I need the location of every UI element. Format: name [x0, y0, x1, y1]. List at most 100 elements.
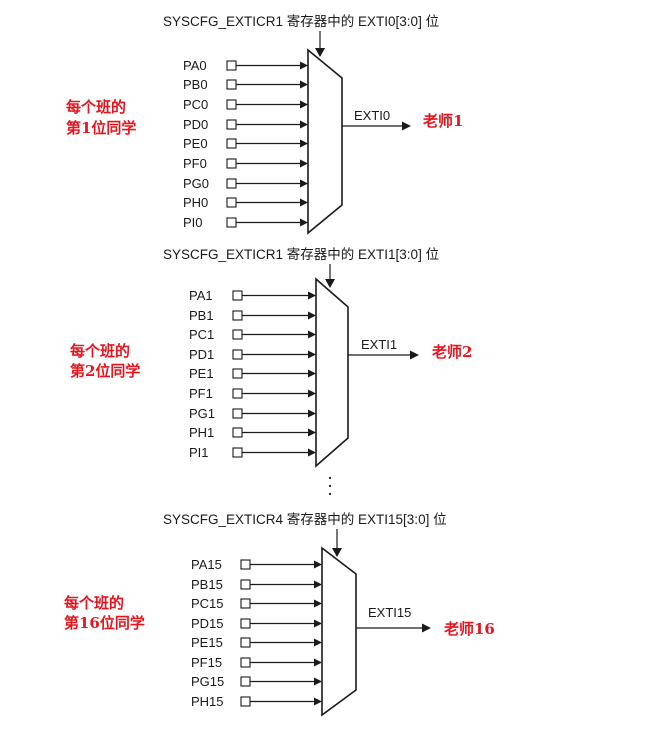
input-pin-row: PC1: [189, 327, 316, 342]
pin-label: PH1: [189, 425, 214, 440]
output-label: EXTI15: [368, 605, 411, 620]
arrow-right-icon: [300, 100, 308, 109]
pin-label: PD15: [191, 616, 224, 631]
pin-label: PB1: [189, 308, 214, 323]
pin-label: PE0: [183, 136, 208, 151]
student-note-line: 每个班的: [64, 594, 124, 612]
select-arrow: [332, 548, 342, 557]
pin-square-icon: [240, 598, 251, 609]
mux-block-exti15: SYSCFG_EXTICR4 寄存器中的 EXTI15[3:0] 位 PA15 …: [64, 511, 495, 717]
arrow-right-icon: [314, 677, 322, 686]
arrow-right-icon: [300, 198, 308, 207]
pin-square-icon: [226, 60, 237, 71]
input-pin-row: PE1: [189, 366, 316, 381]
input-pin-row: PA15: [191, 557, 322, 572]
input-pin-row: PF15: [191, 655, 322, 670]
pin-label: PC1: [189, 327, 214, 342]
pin-label: PB0: [183, 77, 208, 92]
input-pin-row: PG1: [189, 406, 316, 421]
pin-label: PC15: [191, 596, 224, 611]
input-pin-row: PE15: [191, 635, 322, 650]
arrow-right-icon: [300, 139, 308, 148]
arrow-right-icon: [308, 350, 316, 359]
pin-square-icon: [240, 696, 251, 707]
input-pin-row: PH15: [191, 694, 322, 709]
multiplexer: [321, 546, 357, 717]
input-pin-row: PD15: [191, 616, 322, 631]
arrow-right-icon: [314, 658, 322, 667]
student-note-line: 每个班的: [70, 342, 130, 360]
register-header: SYSCFG_EXTICR1 寄存器中的 EXTI1[3:0] 位: [163, 246, 439, 262]
pin-square-icon: [232, 408, 243, 419]
pin-square-icon: [240, 618, 251, 629]
ellipsis-vertical-icon: [328, 476, 332, 496]
pin-square-icon: [240, 579, 251, 590]
arrow-right-icon: [314, 619, 322, 628]
pin-label: PF1: [189, 386, 213, 401]
pin-label: PG15: [191, 674, 224, 689]
pin-square-icon: [226, 197, 237, 208]
pin-label: PA1: [189, 288, 213, 303]
input-pin-row: PF0: [183, 156, 308, 171]
input-pin-row: PI0: [183, 215, 308, 230]
pin-label: PB15: [191, 577, 223, 592]
student-note-line: 第2位同学: [70, 362, 140, 380]
pin-square-icon: [232, 427, 243, 438]
pin-square-icon: [232, 447, 243, 458]
input-pin-row: PG0: [183, 176, 308, 191]
pin-label: PH0: [183, 195, 208, 210]
arrow-right-icon: [308, 448, 316, 457]
pin-label: PA0: [183, 58, 207, 73]
arrow-right-icon: [314, 697, 322, 706]
pin-square-icon: [240, 637, 251, 648]
pin-label: PD1: [189, 347, 214, 362]
pin-square-icon: [226, 158, 237, 169]
input-pin-row: PE0: [183, 136, 308, 151]
register-header: SYSCFG_EXTICR4 寄存器中的 EXTI15[3:0] 位: [163, 511, 447, 527]
pin-label: PD0: [183, 117, 208, 132]
pin-square-icon: [226, 99, 237, 110]
pin-label: PF15: [191, 655, 222, 670]
pin-label: PH15: [191, 694, 224, 709]
pin-label: PE1: [189, 366, 214, 381]
input-pin-row: PC15: [191, 596, 322, 611]
arrow-right-icon: [300, 218, 308, 227]
pin-square-icon: [232, 290, 243, 301]
arrow-right-icon: [308, 311, 316, 320]
input-pin-row: PB1: [189, 308, 316, 323]
input-pin-row: PC0: [183, 97, 308, 112]
mux-block-exti0: SYSCFG_EXTICR1 寄存器中的 EXTI0[3:0] 位 PA0 PB…: [66, 13, 463, 235]
input-pin-row: PD0: [183, 117, 308, 132]
select-arrow: [325, 279, 335, 288]
student-note-line: 每个班的: [66, 98, 126, 116]
arrow-right-icon: [308, 330, 316, 339]
teacher-note: 老师1: [422, 112, 463, 130]
arrow-right-icon: [308, 389, 316, 398]
pin-label: PG0: [183, 176, 209, 191]
select-arrow: [315, 48, 325, 57]
pin-label: PE15: [191, 635, 223, 650]
pin-square-icon: [232, 388, 243, 399]
pin-label: PI0: [183, 215, 203, 230]
teacher-note: 老师2: [431, 343, 472, 361]
arrow-right-icon: [314, 560, 322, 569]
multiplexer: [307, 48, 343, 235]
arrow-right-icon: [314, 599, 322, 608]
pin-square-icon: [240, 657, 251, 668]
arrow-right-icon: [410, 350, 419, 360]
arrow-right-icon: [300, 120, 308, 129]
input-pin-row: PB15: [191, 577, 322, 592]
arrow-right-icon: [300, 179, 308, 188]
pin-square-icon: [240, 559, 251, 570]
input-pin-row: PH1: [189, 425, 316, 440]
pin-square-icon: [232, 310, 243, 321]
input-pin-row: PB0: [183, 77, 308, 92]
input-pin-row: PA0: [183, 58, 308, 73]
pin-label: PC0: [183, 97, 208, 112]
arrow-right-icon: [308, 409, 316, 418]
arrow-right-icon: [300, 61, 308, 70]
arrow-right-icon: [308, 369, 316, 378]
pin-square-icon: [232, 329, 243, 340]
input-pin-row: PA1: [189, 288, 316, 303]
